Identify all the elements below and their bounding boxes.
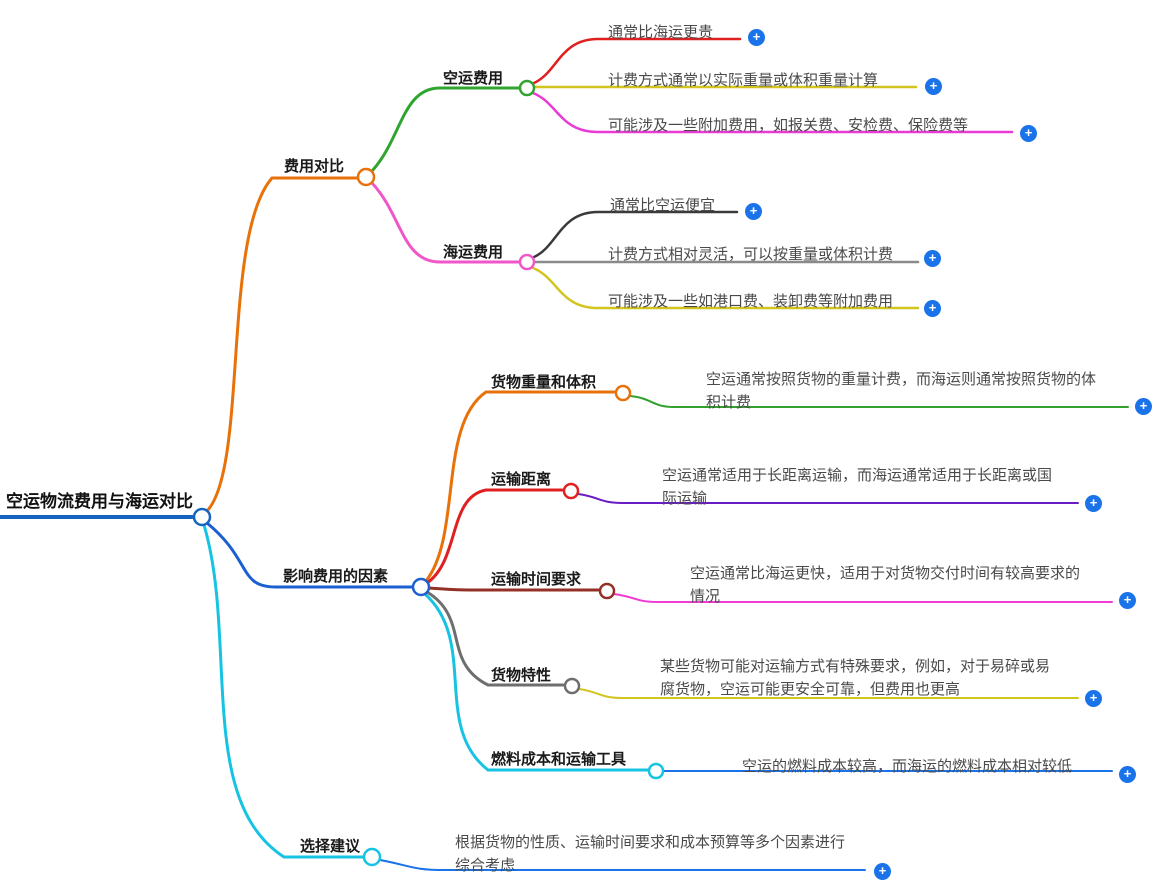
expand-button-air-1[interactable]: + [748, 29, 765, 46]
connector-factor-weight [424, 390, 616, 583]
expand-button-time[interactable]: + [1119, 592, 1136, 609]
connector-factor-cargo [425, 590, 565, 687]
leaf-factor-fuel[interactable]: 空运的燃料成本较高，而海运的燃料成本相对较低 [742, 758, 1073, 775]
connector-cost-comparison [205, 176, 360, 513]
expand-button-air-2[interactable]: + [925, 78, 942, 95]
connector-sea-cost [370, 181, 522, 264]
expand-button-sea-1[interactable]: + [745, 203, 762, 220]
connector-factor-fuel [423, 592, 650, 772]
connector-factor-weight-desc [629, 395, 1129, 408]
leaf-sea-1[interactable]: 通常比空运便宜 [610, 197, 716, 214]
expand-button-sea-2[interactable]: + [924, 250, 941, 267]
leaf-factor-cargo[interactable]: 某些货物可能对运输方式有特殊要求，例如，对于易碎或易腐货物，空运可能更安全可靠，… [660, 658, 1051, 698]
factors-node-circle[interactable] [411, 577, 431, 597]
node-advice-label[interactable]: 选择建议 [300, 838, 361, 855]
leaf-factor-time[interactable]: 空运通常比海运更快，适用于对货物交付时间有较高要求的情况 [690, 565, 1081, 605]
leaf-air-1[interactable]: 通常比海运更贵 [608, 24, 714, 41]
expand-button-cargo[interactable]: + [1085, 690, 1102, 707]
connector-factor-time [427, 586, 600, 592]
factor-distance-node-circle[interactable] [562, 482, 580, 500]
node-air-cost-label[interactable]: 空运费用 [443, 70, 504, 87]
advice-node-circle[interactable] [362, 847, 382, 867]
air-cost-node-circle[interactable] [518, 79, 536, 97]
connector-factors [205, 521, 414, 589]
cost-comparison-node-circle[interactable] [356, 167, 376, 187]
node-factor-time-label[interactable]: 运输时间要求 [491, 571, 582, 588]
sea-cost-node-circle[interactable] [518, 253, 536, 271]
node-cost-comparison-label[interactable]: 费用对比 [284, 158, 345, 175]
connector-advice [202, 523, 366, 859]
node-sea-cost-label[interactable]: 海运费用 [443, 244, 504, 261]
leaf-air-2[interactable]: 计费方式通常以实际重量或体积重量计算 [608, 72, 879, 89]
leaf-factor-distance[interactable]: 空运通常适用于长距离运输，而海运通常适用于长距离或国际运输 [662, 467, 1053, 507]
node-factor-distance-label[interactable]: 运输距离 [491, 471, 552, 488]
expand-button-weight[interactable]: + [1135, 398, 1152, 415]
factor-fuel-node-circle[interactable] [647, 762, 665, 780]
leaf-air-3[interactable]: 可能涉及一些附加费用，如报关费、安检费、保险费等 [608, 117, 969, 134]
expand-button-fuel[interactable]: + [1119, 766, 1136, 783]
connector-sea-leaf-1 [532, 210, 739, 259]
leaf-sea-2[interactable]: 计费方式相对灵活，可以按重量或体积计费 [608, 246, 894, 263]
factor-cargo-node-circle[interactable] [563, 677, 581, 695]
node-factor-weight-label[interactable]: 货物重量和体积 [491, 374, 597, 391]
root-node-circle[interactable] [192, 507, 212, 527]
leaf-factor-weight[interactable]: 空运通常按照货物的重量计费，而海运则通常按照货物的体积计费 [706, 371, 1097, 411]
expand-button-sea-3[interactable]: + [924, 300, 941, 317]
leaf-sea-3[interactable]: 可能涉及一些如港口费、装卸费等附加费用 [608, 293, 894, 310]
node-factors-label[interactable]: 影响费用的因素 [283, 568, 389, 585]
node-factor-cargo-label[interactable]: 货物特性 [491, 667, 552, 684]
node-factor-fuel-label[interactable]: 燃料成本和运输工具 [491, 751, 627, 768]
connector-advice-desc [379, 859, 866, 871]
connector-factor-distance-desc [577, 493, 1079, 504]
factor-time-node-circle[interactable] [598, 582, 616, 600]
connector-air-cost [370, 86, 522, 173]
expand-button-advice[interactable]: + [874, 863, 891, 880]
expand-button-distance[interactable]: + [1085, 495, 1102, 512]
connector-sea-leaf-3 [531, 266, 920, 310]
connector-factor-cargo-desc [578, 688, 1079, 699]
connector-factor-distance [425, 488, 564, 585]
connector-air-leaf-1 [532, 37, 742, 85]
expand-button-air-3[interactable]: + [1020, 125, 1037, 142]
connector-air-leaf-3 [531, 91, 1014, 134]
leaf-advice[interactable]: 根据货物的性质、运输时间要求和成本预算等多个因素进行综合考虑 [455, 834, 846, 874]
connector-factor-time-desc [613, 593, 1113, 603]
factor-weight-node-circle[interactable] [614, 384, 632, 402]
root-node-label[interactable]: 空运物流费用与海运对比 [6, 492, 193, 511]
